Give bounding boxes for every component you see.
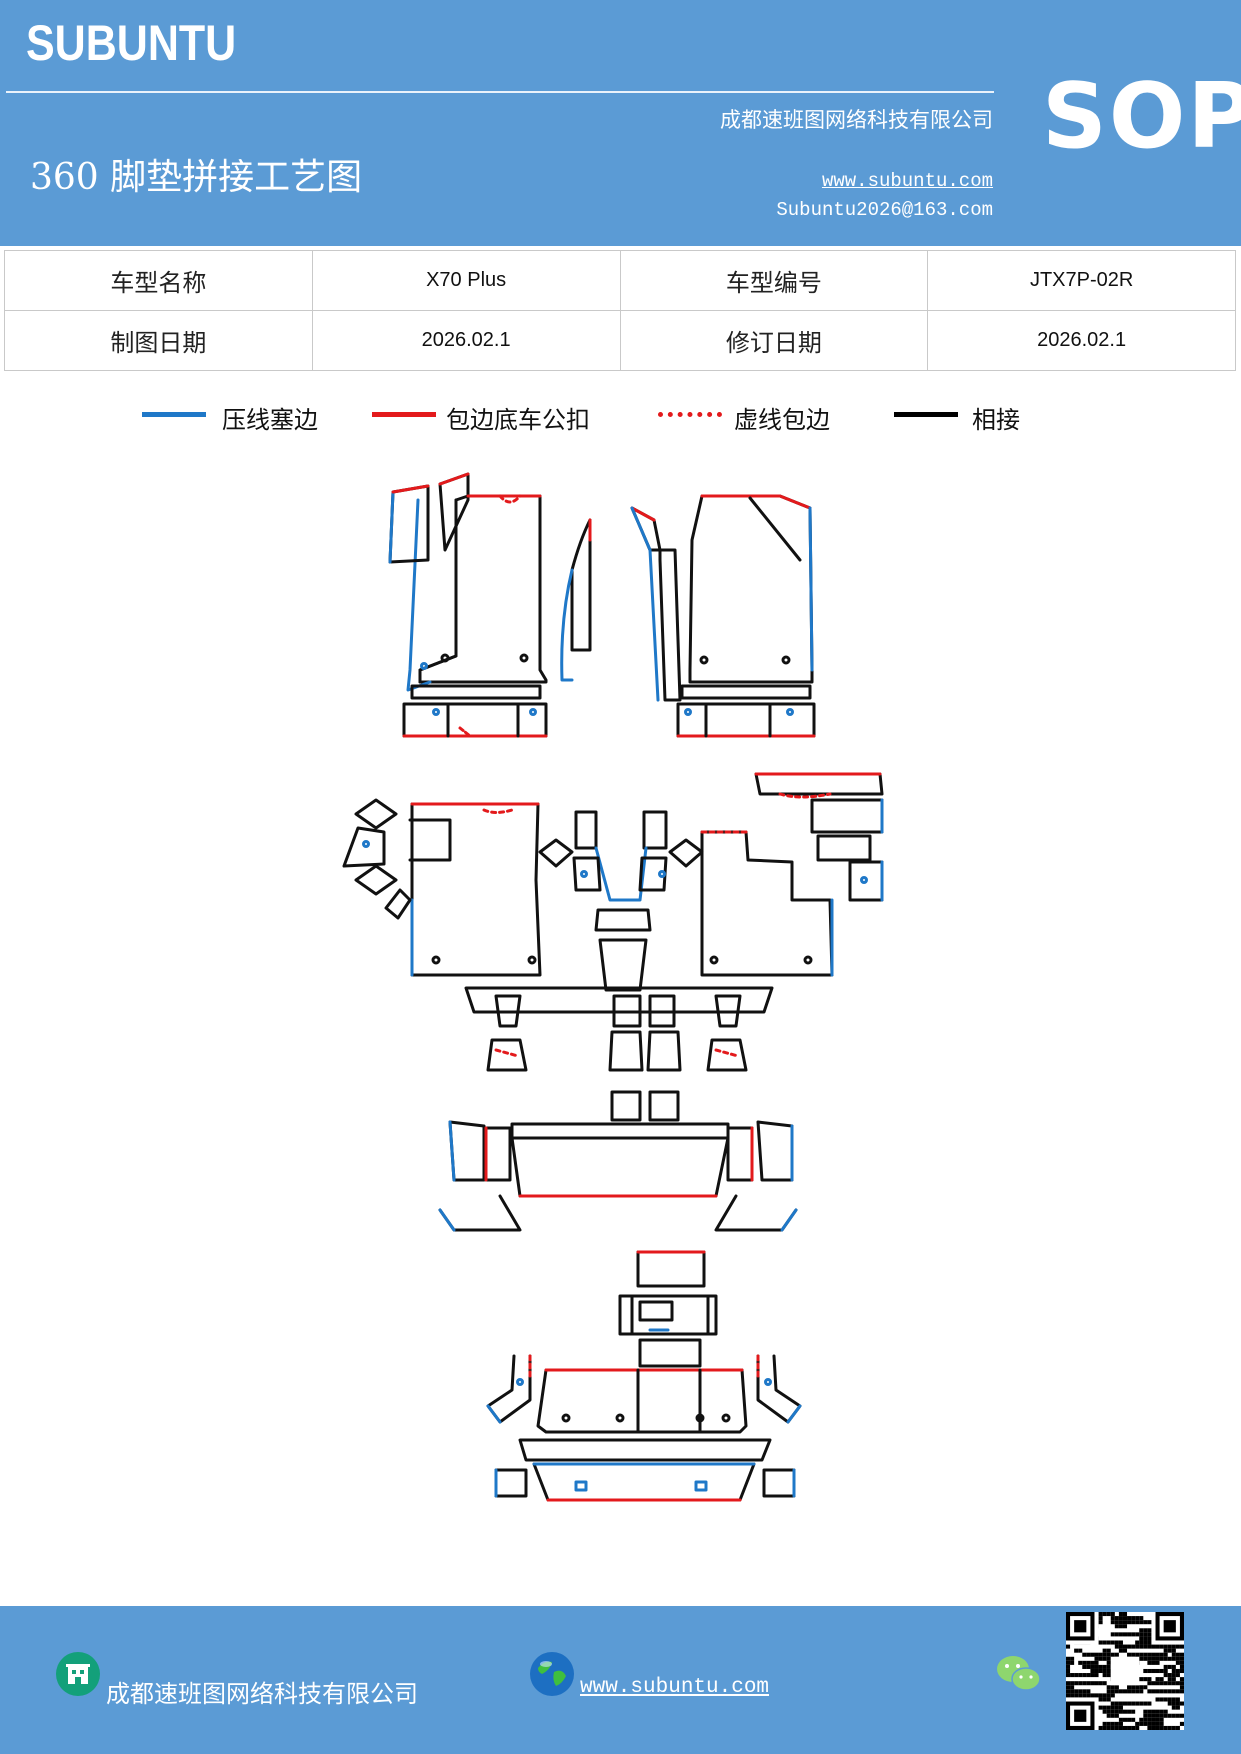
footer-company-name: 成都速班图网络科技有限公司 [106, 1680, 418, 1708]
page-title: 360 脚垫拼接工艺图 [30, 157, 363, 198]
rear-crossbar-strip [464, 986, 774, 1122]
brand-logo: SUBUNTU [26, 15, 237, 71]
legend-label: 包边底车公扣 [446, 406, 590, 434]
drawing-date-label: 制图日期 [4, 310, 313, 371]
legend-swatch-black [894, 412, 958, 417]
legend-label: 虚线包边 [734, 406, 830, 434]
third-row-mat [438, 1120, 798, 1232]
footer-banner: 成都速班图网络科技有限公司 www.subuntu.com [0, 1606, 1241, 1754]
company-name: 成都速班图网络科技有限公司 [720, 108, 993, 132]
revision-date-value: 2026.02.1 [927, 310, 1236, 371]
vehicle-info-table: 车型名称 X70 Plus 车型编号 JTX7P-02R 制图日期 2026.0… [4, 250, 1236, 371]
legend-swatch-red [372, 412, 436, 417]
center-console-pieces [538, 810, 704, 992]
model-code-value: JTX7P-02R [927, 250, 1236, 311]
building-icon [56, 1652, 100, 1696]
revision-date-label: 修订日期 [619, 310, 929, 371]
second-row-right-mat [700, 772, 884, 977]
model-name-value: X70 Plus [311, 250, 621, 311]
second-row-left-mat [342, 798, 542, 977]
front-right-mat [630, 494, 816, 738]
model-name-label: 车型名称 [4, 250, 313, 311]
website-link[interactable]: www.subuntu.com [821, 170, 993, 192]
legend-swatch-blue [142, 412, 206, 417]
email-address: Subuntu2026@163.com [776, 199, 993, 221]
front-left-mat [388, 472, 592, 738]
trunk-mat [486, 1250, 802, 1502]
table-row: 制图日期 2026.02.1 修订日期 2026.02.1 [4, 310, 1236, 371]
header-divider [6, 91, 994, 93]
globe-icon [530, 1652, 574, 1696]
footer-website-link[interactable]: www.subuntu.com [580, 1676, 770, 1699]
legend: 压线塞边 包边底车公扣 虚线包边 相接 [0, 400, 1241, 440]
qr-code-pattern [1066, 1612, 1184, 1730]
header-banner: SUBUNTU 成都速班图网络科技有限公司 360 脚垫拼接工艺图 www.su… [0, 0, 1241, 246]
floor-mat-diagram [342, 472, 884, 1502]
legend-label: 压线塞边 [222, 406, 318, 434]
table-row: 车型名称 X70 Plus 车型编号 JTX7P-02R [4, 250, 1236, 311]
qr-code [1066, 1612, 1184, 1730]
sop-badge: SOP [1042, 64, 1241, 169]
legend-label: 相接 [972, 406, 1020, 434]
legend-swatch-red-dotted [658, 412, 722, 417]
drawing-date-value: 2026.02.1 [311, 310, 621, 371]
model-code-label: 车型编号 [619, 250, 929, 311]
wechat-icon [997, 1656, 1041, 1691]
